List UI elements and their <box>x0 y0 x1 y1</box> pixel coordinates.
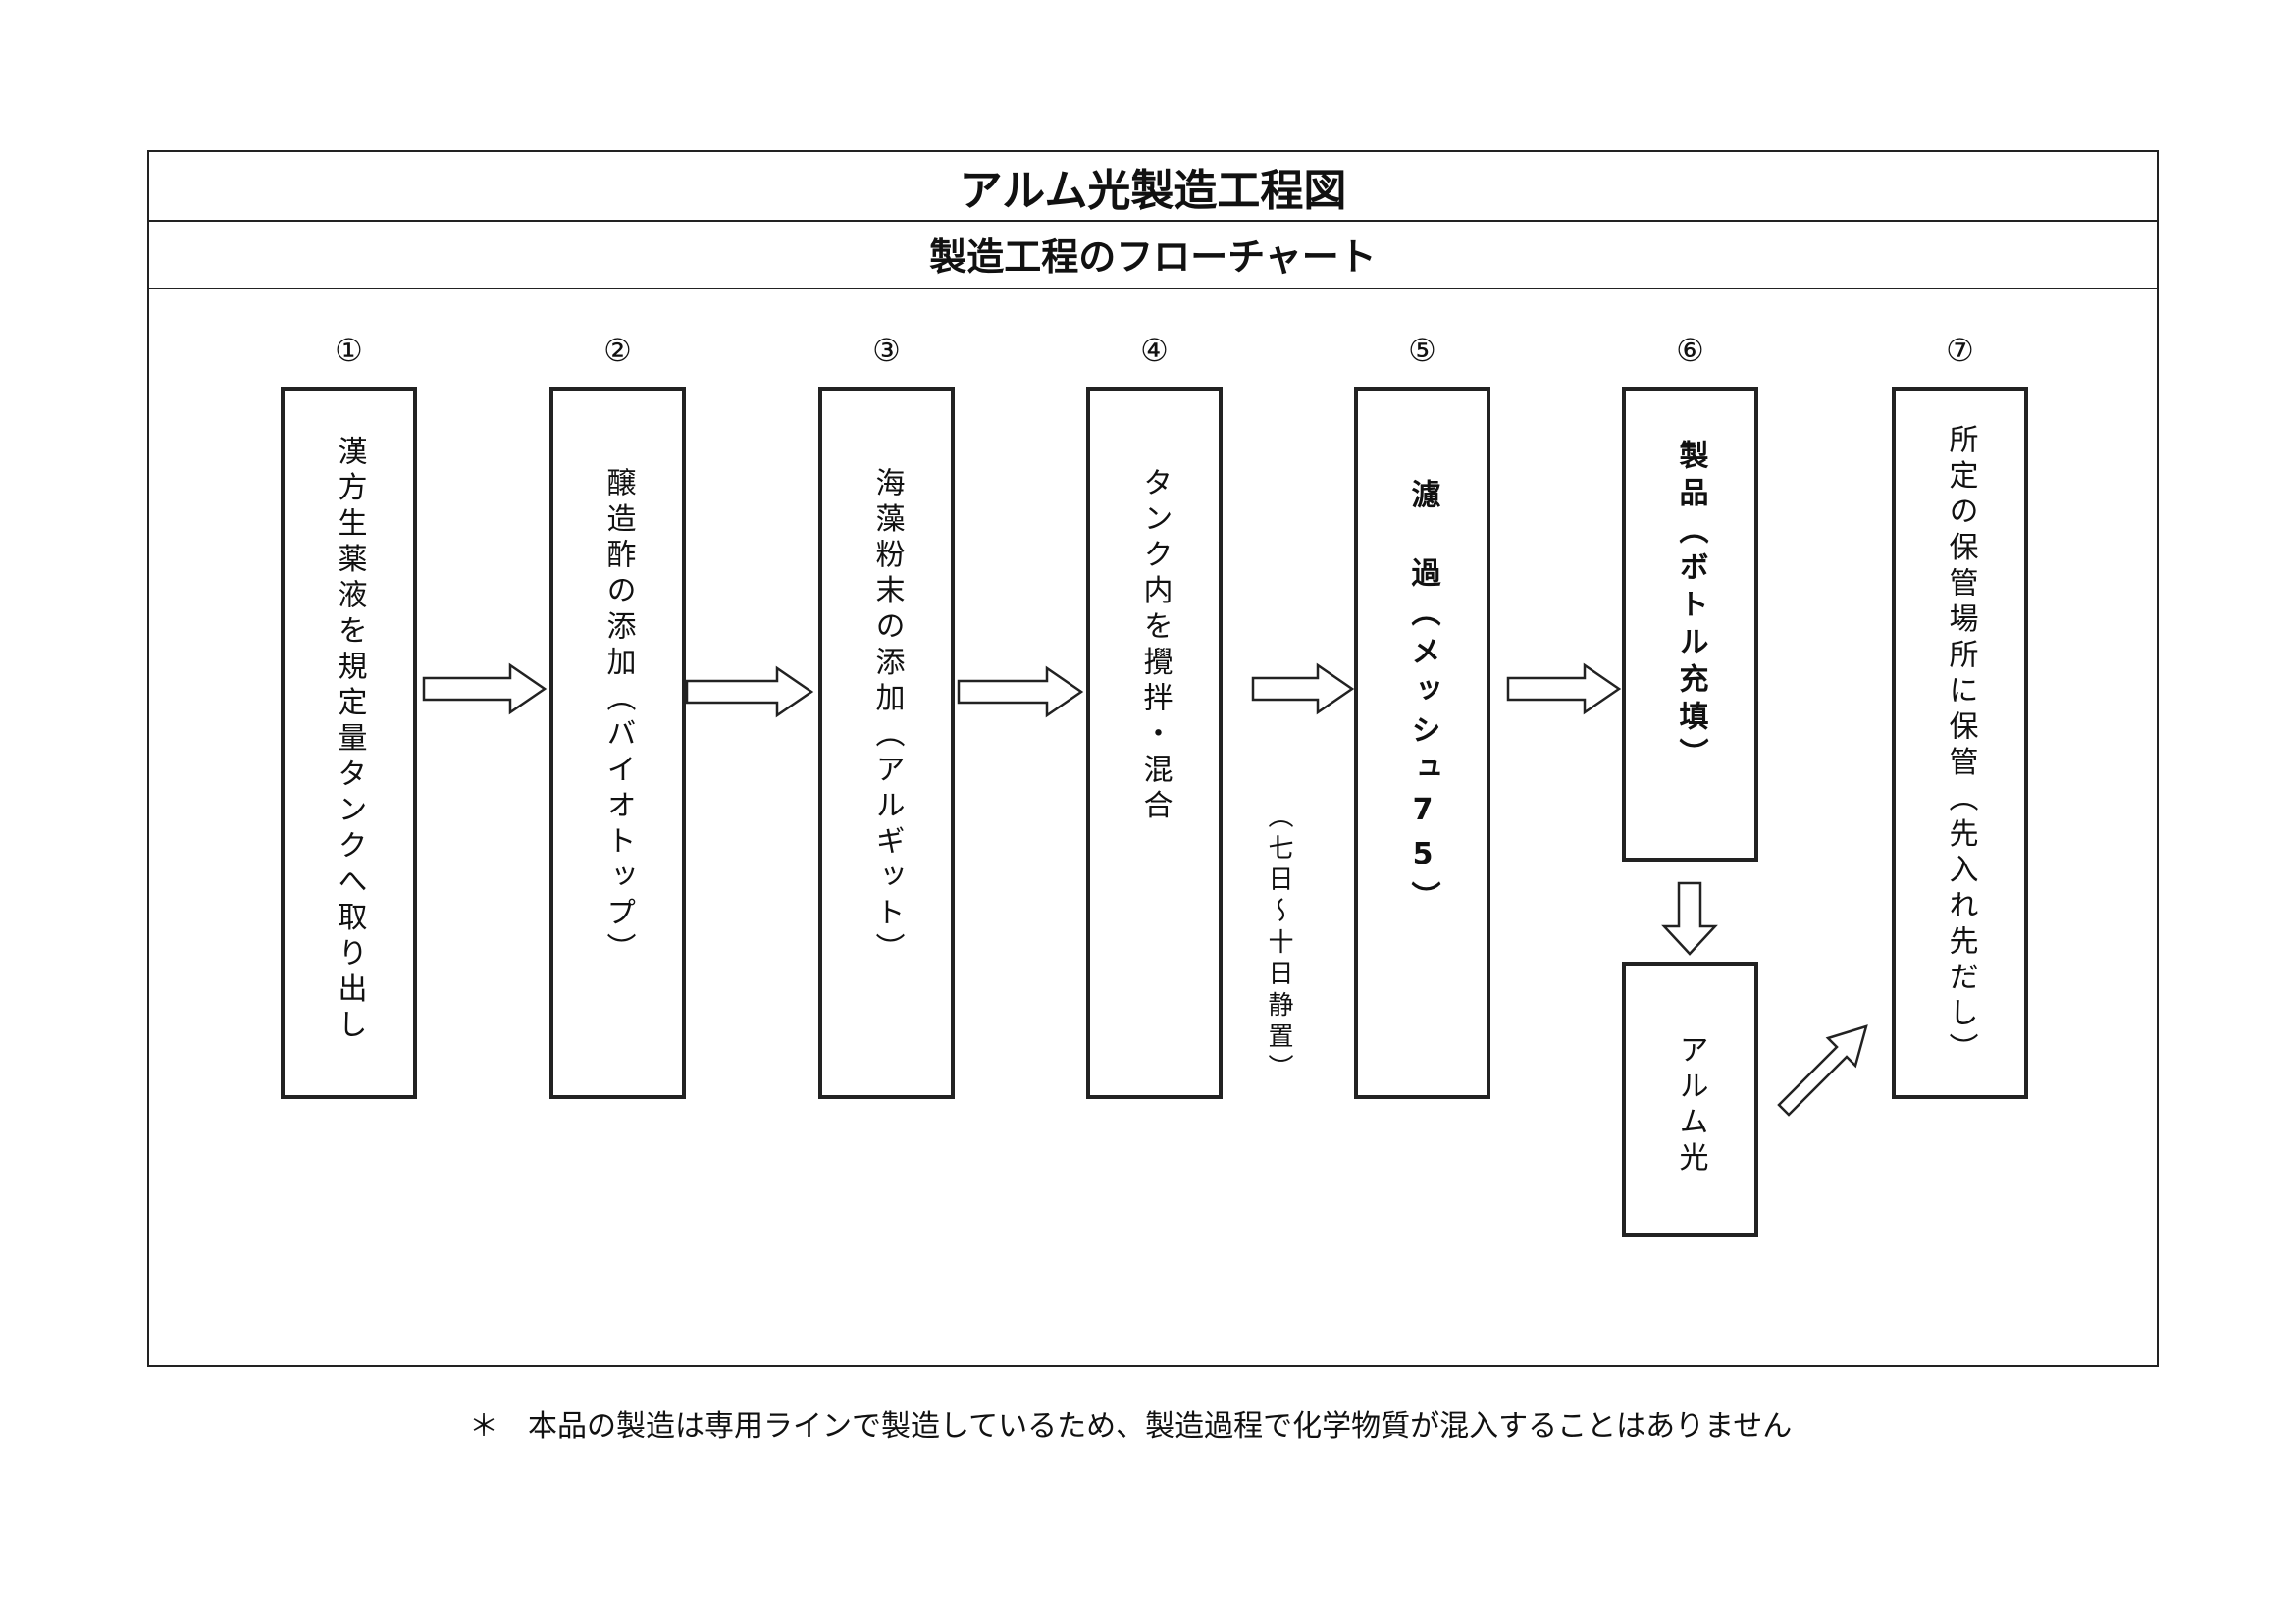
step-label-3: 海藻粉末の添加（アルギット） <box>869 467 905 969</box>
step-label-2: 醸造酢の添加（バイオトップ） <box>600 467 636 969</box>
product-label: アルム光 <box>1673 1034 1708 1178</box>
step-number-5: ⑤ <box>1408 332 1436 369</box>
step-label-4: タンク内を攪拌・混合 <box>1137 467 1173 825</box>
step-number-3: ③ <box>872 332 901 369</box>
step-number-6: ⑥ <box>1676 332 1704 369</box>
step-label-7: 所定の保管場所に保管（先入れ先だし） <box>1943 424 1978 1069</box>
step-box-2: 醸造酢の添加（バイオトップ） <box>549 387 686 1099</box>
arrow-right-icon <box>422 662 548 715</box>
diagram-subtitle: 製造工程のフローチャート <box>149 220 2157 289</box>
diagram-title: アルム光製造工程図 <box>149 152 2157 222</box>
step-number-7: ⑦ <box>1946 332 1974 369</box>
step-box-6: 製品（ボトル充填） <box>1622 387 1758 862</box>
arrow-right-icon <box>1251 662 1355 715</box>
arrow-right-icon <box>685 665 814 718</box>
step-number-1: ① <box>335 332 363 369</box>
step-number-2: ② <box>603 332 632 369</box>
step-label-6: 製品（ボトル充填） <box>1673 440 1708 775</box>
footer-note: ＊ 本品の製造は専用ラインで製造しているため、製造過程で化学物質が混入することは… <box>469 1409 1793 1443</box>
step-box-1: 漢方生薬液を規定量タンクへ取り出し <box>281 387 417 1099</box>
arrow-right-icon <box>1506 662 1622 715</box>
step-box-5: 濾 過（メッシュ75） <box>1354 387 1490 1099</box>
arrow-diagonal-icon <box>1777 1024 1868 1117</box>
step-box-7: 所定の保管場所に保管（先入れ先だし） <box>1892 387 2028 1099</box>
step-box-4: タンク内を攪拌・混合 <box>1086 387 1223 1099</box>
step-label-1: 漢方生薬液を規定量タンクへ取り出し <box>332 436 367 1045</box>
arrow-down-icon <box>1661 881 1718 956</box>
step-number-4: ④ <box>1140 332 1169 369</box>
step-label-5: 濾 過（メッシュ75） <box>1405 479 1440 920</box>
arrow-right-icon <box>957 665 1084 718</box>
step-box-3: 海藻粉末の添加（アルギット） <box>818 387 955 1099</box>
product-box: アルム光 <box>1622 962 1758 1237</box>
rest-note: （七日～十日静置） <box>1264 803 1293 1085</box>
diagram-frame: アルム光製造工程図 製造工程のフローチャート <box>147 150 2159 1367</box>
